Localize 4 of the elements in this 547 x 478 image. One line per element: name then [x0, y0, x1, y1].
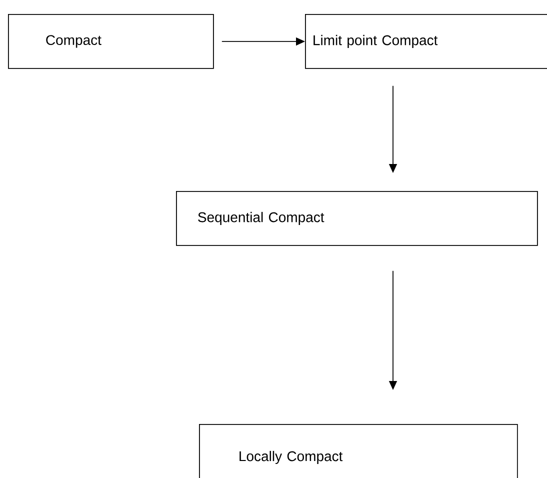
process-box: Limit point Compact	[305, 14, 547, 69]
process-box: Compact	[8, 14, 214, 69]
process-box: Sequential Compact	[176, 191, 538, 246]
process-box: Locally Compact	[199, 424, 518, 478]
